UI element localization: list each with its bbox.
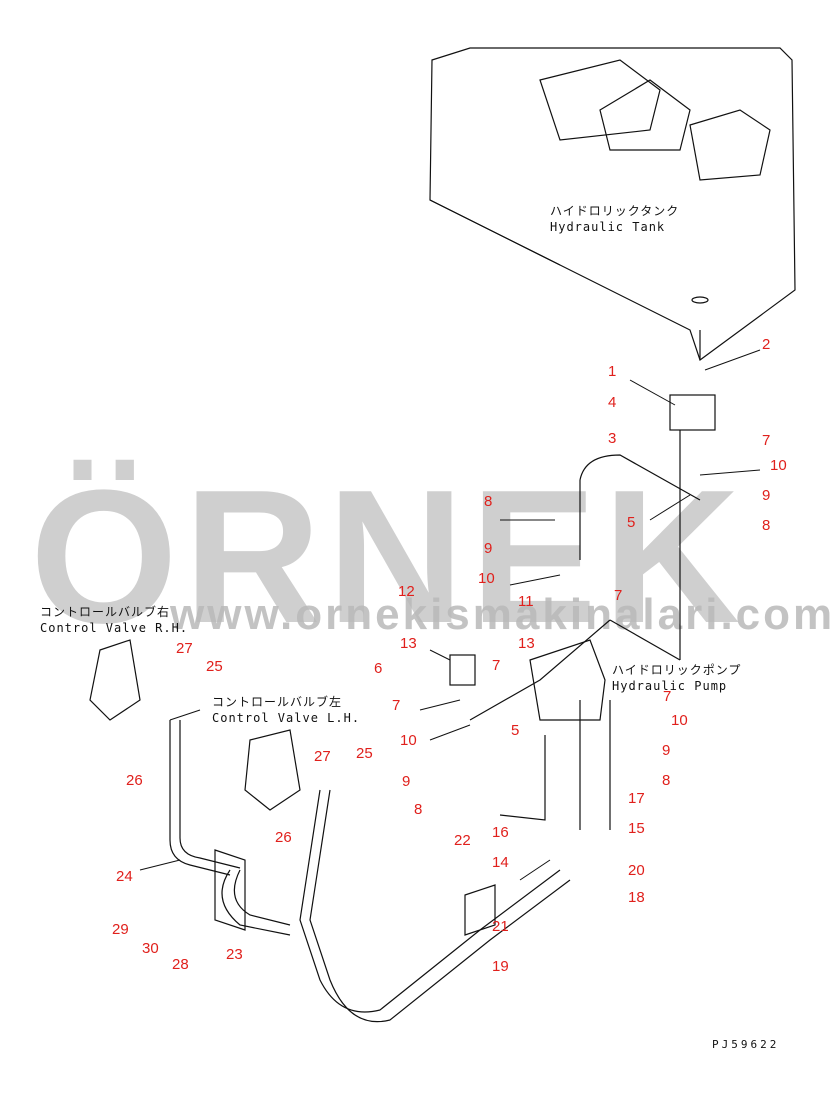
cvrh-caption-jp: コントロールバルブ右 (40, 605, 171, 619)
part-callout: 29 (112, 921, 129, 938)
drawing-code: PJ59622 (712, 1038, 780, 1051)
leader-lines (139, 349, 761, 881)
pump-caption-en: Hydraulic Pump (612, 679, 728, 693)
part-callout: 26 (275, 829, 292, 846)
part-callout: 25 (356, 745, 373, 762)
part-callout: 12 (398, 583, 415, 600)
cvrh-caption-en: Control Valve R.H. (40, 621, 189, 635)
part-callout: 7 (663, 688, 672, 705)
part-callout: 15 (628, 820, 645, 837)
part-callout: 19 (492, 958, 509, 975)
part-callout: 6 (374, 660, 383, 677)
part-callout: 25 (206, 658, 223, 675)
part-callout: 9 (402, 773, 411, 790)
pump-and-valves (89, 394, 716, 811)
part-callout: 14 (492, 854, 509, 871)
part-callout: 8 (484, 493, 493, 510)
part-callout: 23 (226, 946, 243, 963)
part-callout: 3 (608, 430, 617, 447)
part-callout: 20 (628, 862, 645, 879)
cvlh-caption-en: Control Valve L.H. (212, 711, 361, 725)
part-callout: 2 (762, 336, 771, 353)
part-callout: 13 (400, 635, 417, 652)
hydraulic-pump-caption: ハイドロリックポンプ Hydraulic Pump (612, 662, 741, 694)
pipe-lines (169, 430, 701, 1023)
part-callout: 17 (628, 790, 645, 807)
hydraulic-tank-caption: ハイドロリックタンク Hydraulic Tank (550, 203, 679, 235)
part-callout: 27 (314, 748, 331, 765)
part-callout: 10 (400, 732, 417, 749)
part-callout: 7 (762, 432, 771, 449)
watermark-url: www.ornekismakinalari.com.tr (170, 590, 836, 639)
part-callout: 5 (511, 722, 520, 739)
part-callout: 22 (454, 832, 471, 849)
part-callout: 10 (671, 712, 688, 729)
part-callout: 13 (518, 635, 535, 652)
part-callout: 8 (662, 772, 671, 789)
part-callout: 28 (172, 956, 189, 973)
part-callout: 30 (142, 940, 159, 957)
part-callout: 4 (608, 394, 617, 411)
part-callout: 8 (414, 801, 423, 818)
part-callout: 9 (484, 540, 493, 557)
part-callout: 7 (392, 697, 401, 714)
part-callout: 11 (518, 593, 534, 610)
part-callout: 9 (762, 487, 771, 504)
part-callout: 18 (628, 889, 645, 906)
part-callout: 8 (762, 517, 771, 534)
part-callout: 10 (770, 457, 787, 474)
part-callout: 24 (116, 868, 133, 885)
part-callout: 5 (627, 514, 636, 531)
tank-caption-en: Hydraulic Tank (550, 220, 666, 234)
part-callout: 10 (478, 570, 495, 587)
cvlh-caption-jp: コントロールバルブ左 (212, 695, 343, 709)
part-callout: 26 (126, 772, 143, 789)
part-callout: 27 (176, 640, 193, 657)
control-valve-rh-caption: コントロールバルブ右 Control Valve R.H. (40, 604, 188, 636)
part-callout: 1 (608, 363, 617, 380)
part-callout: 7 (614, 587, 623, 604)
hydraulic-tank (429, 47, 796, 361)
watermark-brand: ÖRNEK (30, 451, 747, 663)
pump-caption-jp: ハイドロリックポンプ (612, 663, 742, 677)
part-callout: 9 (662, 742, 671, 759)
part-callout: 16 (492, 824, 509, 841)
part-callout: 7 (492, 657, 501, 674)
control-valve-lh-caption: コントロールバルブ左 Control Valve L.H. (212, 694, 360, 726)
tank-caption-jp: ハイドロリックタンク (550, 204, 680, 218)
part-callout: 21 (492, 918, 509, 935)
